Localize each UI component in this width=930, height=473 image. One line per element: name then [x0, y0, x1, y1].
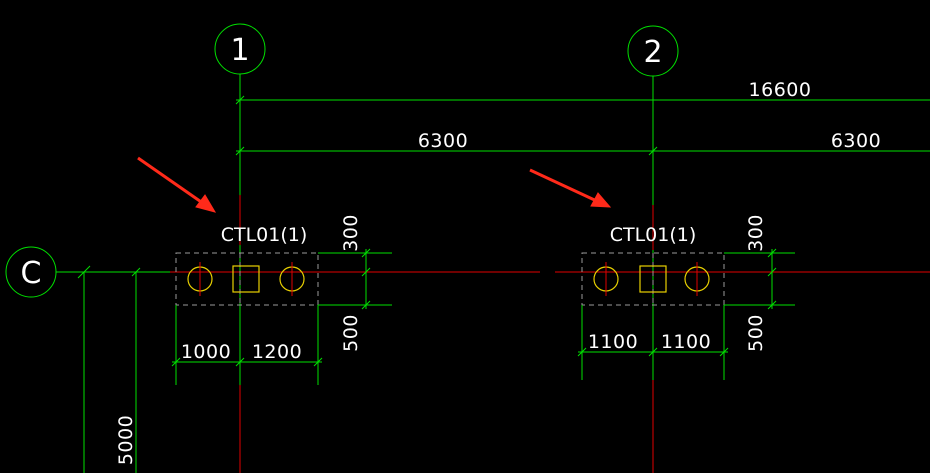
dim-text-span-1: 6300	[418, 130, 468, 152]
pile-cap-1-outline	[175, 252, 319, 306]
dim-spans[interactable]: 6300 6300	[235, 130, 930, 156]
grid-axis-1[interactable]: 1	[214, 23, 266, 75]
arrow-1-head	[195, 194, 217, 213]
dim-tick-overall	[235, 95, 245, 105]
axis-label-1: 1	[230, 33, 249, 68]
cap1-dim-left: 1000	[181, 341, 231, 363]
axis-label-2: 2	[643, 35, 662, 70]
cap1-vdim-tick-a	[361, 248, 371, 258]
cap2-dim-tick-a	[577, 347, 587, 357]
cap2-dim-right: 1100	[661, 331, 711, 353]
cap1-dim-tick-b	[235, 357, 245, 367]
dim-tick-b	[648, 146, 658, 156]
grid-axis-c[interactable]: C	[5, 246, 57, 298]
cap2-vdim-top: 300	[745, 214, 767, 252]
dim-vertical-tick	[131, 267, 141, 277]
axis-label-c: C	[21, 256, 42, 291]
cap1-dim-tick-a	[171, 357, 181, 367]
cap2-dim-tick-b	[648, 347, 658, 357]
cap1-vdim-bottom: 500	[340, 314, 362, 352]
cap2-vdim-bottom: 500	[745, 314, 767, 352]
cap2-vdim-tick-b	[767, 267, 777, 277]
dim-overall[interactable]: 16600	[235, 79, 930, 105]
cap2-vdim-tick-a	[767, 248, 777, 258]
pile-cap-2[interactable]: CTL01(1) 1100 1100 300 500	[577, 214, 795, 380]
pile-2-center	[639, 265, 667, 293]
cap1-dim-right: 1200	[252, 341, 302, 363]
pile-1-center	[232, 265, 260, 293]
dim-vertical-text: 5000	[115, 415, 137, 465]
grid-axis-2[interactable]: 2	[627, 25, 679, 77]
cap1-vdim-tick-c	[361, 300, 371, 310]
grid-line-c[interactable]	[56, 265, 930, 279]
arrow-1	[137, 156, 217, 213]
dim-tick-a	[235, 146, 245, 156]
cap2-vdim-tick-c	[767, 300, 777, 310]
cap1-vdim-tick-b	[361, 267, 371, 277]
arrow-1-shaft	[137, 156, 208, 208]
pile-cap-1-tag: CTL01(1)	[221, 224, 308, 246]
dim-vertical-c[interactable]: 5000	[83, 267, 141, 473]
arrow-2-head	[590, 192, 612, 208]
dim-text-span-2: 6300	[831, 130, 881, 152]
cap2-dim-tick-c	[719, 347, 729, 357]
pile-cap-2-outline	[581, 252, 725, 306]
arrow-2-shaft	[529, 168, 602, 205]
cap2-dim-left: 1100	[588, 331, 638, 353]
arrow-2	[529, 168, 612, 208]
pile-cap-2-tag: CTL01(1)	[610, 224, 697, 246]
pile-cap-1[interactable]: CTL01(1) 1000 1200 300 500	[171, 214, 392, 385]
cap1-vdim-top: 300	[340, 214, 362, 252]
dim-text-overall: 16600	[749, 79, 812, 101]
cap1-dim-tick-c	[313, 357, 323, 367]
